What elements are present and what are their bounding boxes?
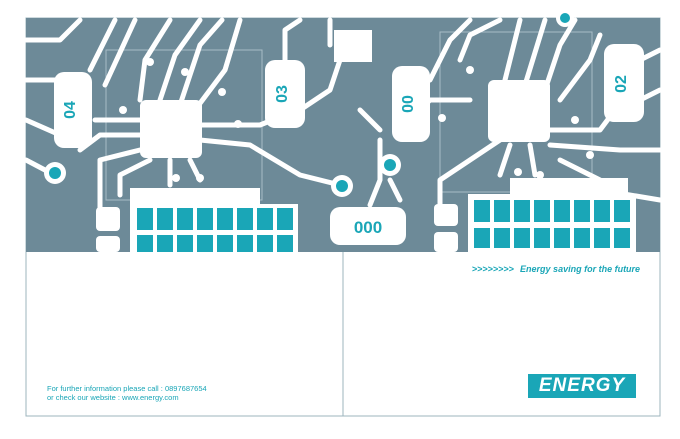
via-rings (44, 9, 574, 197)
resistor-label-02: 02 (613, 75, 630, 93)
resistor-label-000: 000 (354, 218, 382, 237)
trace-nodes (119, 58, 594, 182)
resistor-000: 000 (330, 207, 406, 245)
contact-phone-line: For further information please call : 08… (47, 384, 207, 393)
microchip-right (488, 80, 550, 142)
resistor-label-04: 04 (62, 101, 79, 119)
resistor-02: 02 (604, 44, 644, 122)
tagline-text: Energy saving for the future (520, 264, 641, 274)
resistor-label-03: 03 (274, 85, 291, 103)
tagline-arrows: >>>>>>>> (472, 264, 515, 274)
resistor-03: 03 (265, 60, 305, 128)
logo-text: ENERGY (538, 375, 626, 396)
solder-pads (96, 204, 458, 252)
tagline: >>>>>>>> Energy saving for the future (472, 264, 640, 274)
square-pad (334, 30, 372, 62)
resistor-00: 00 (392, 66, 430, 142)
energy-logo: ENERGY (528, 374, 636, 398)
resistor-04: 04 (54, 72, 92, 148)
microchip-left (140, 100, 202, 158)
resistor-label-00: 00 (400, 95, 417, 113)
contact-website-line: or check our website : www.energy.com (47, 393, 179, 402)
connector-block-right (468, 178, 636, 252)
connector-block-left (130, 188, 298, 252)
circuit-traces (23, 17, 663, 218)
